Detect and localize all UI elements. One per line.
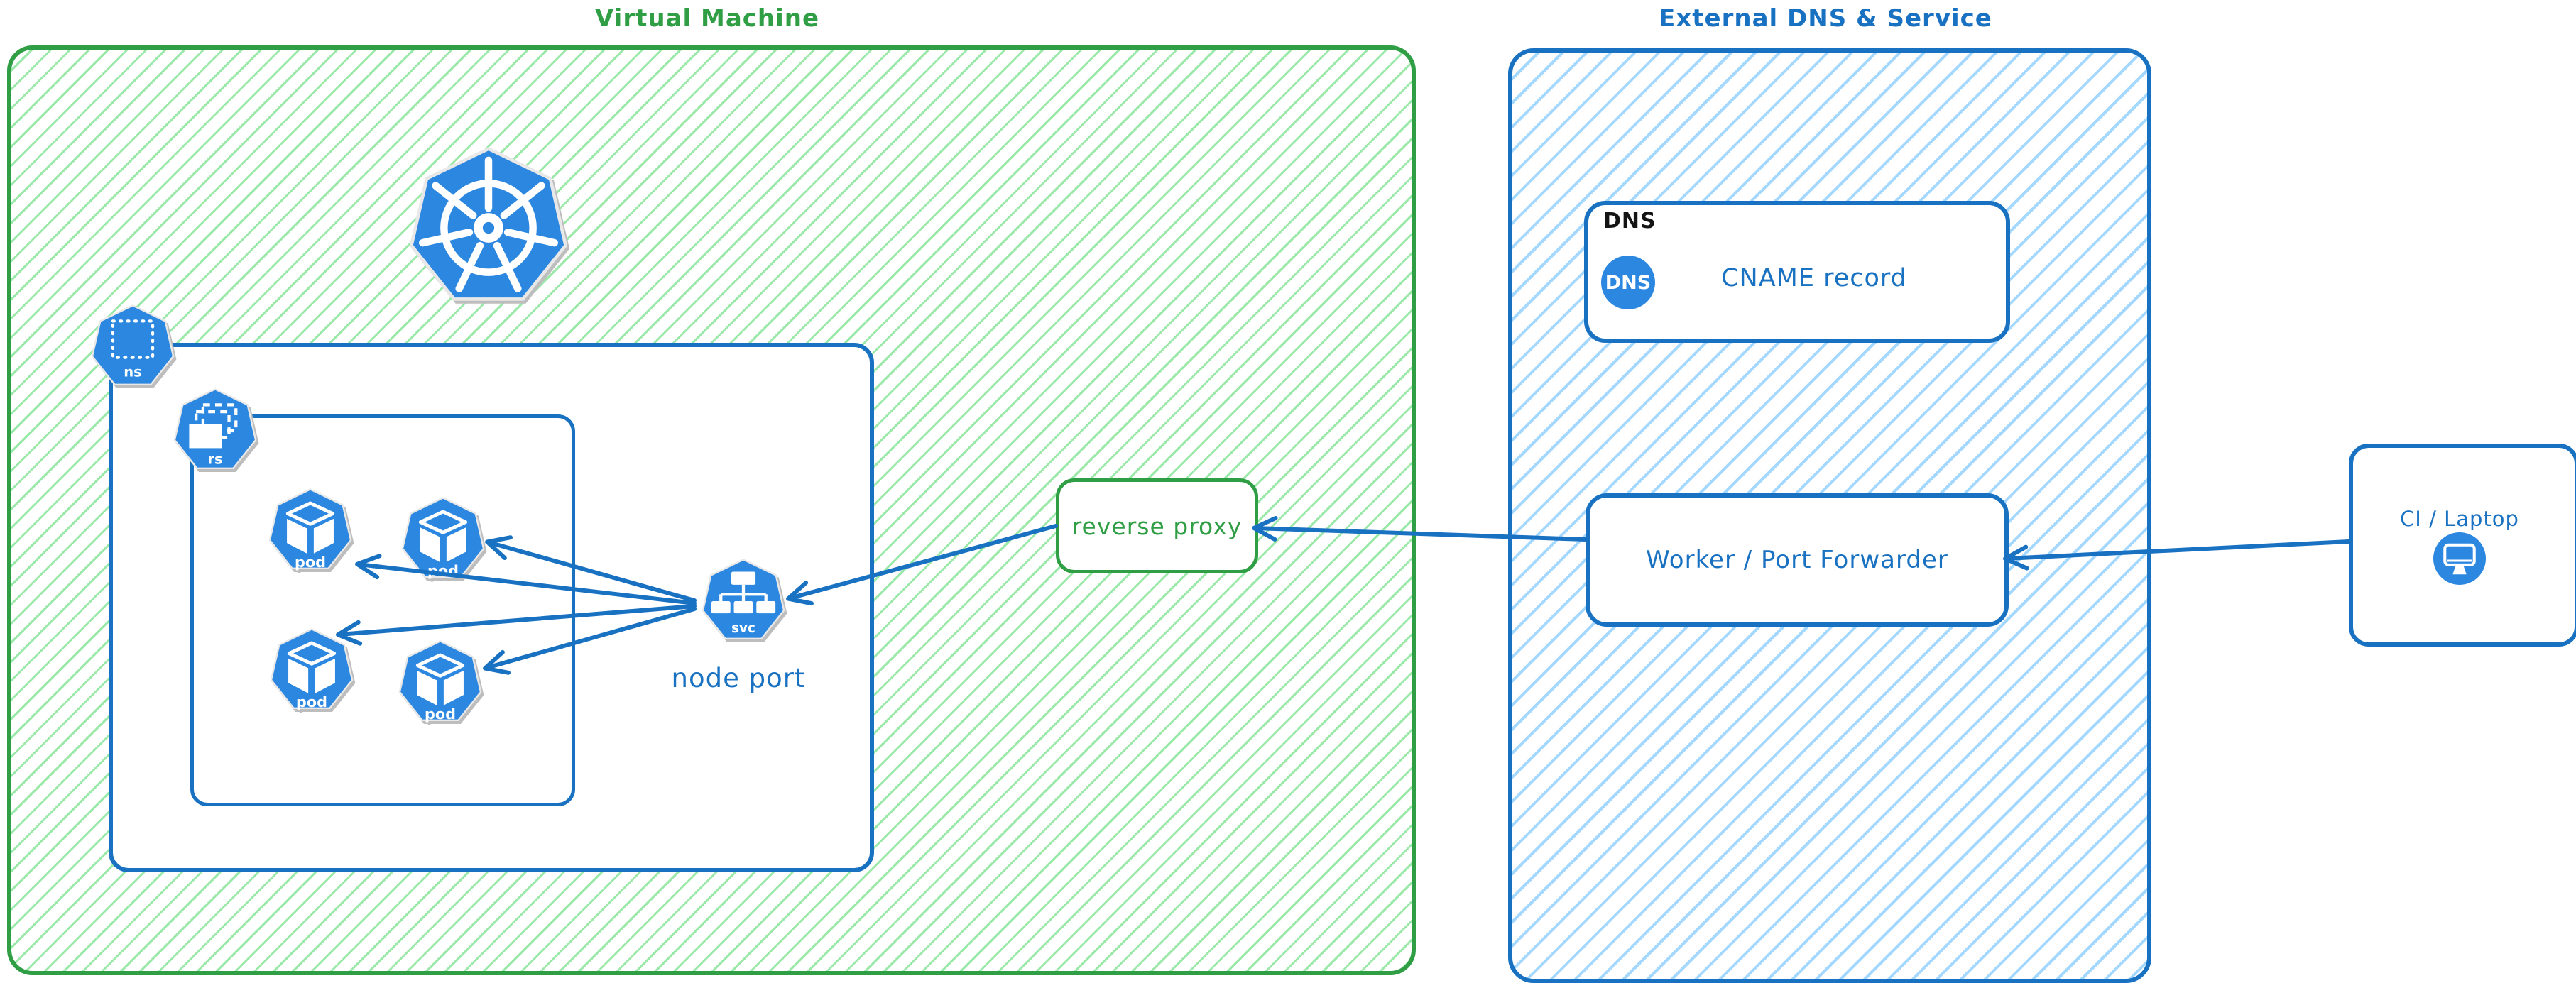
- virtual-machine-title: Virtual Machine: [594, 4, 820, 33]
- reverse-proxy-box: reverse proxy: [1056, 478, 1258, 573]
- pod-icon: pod: [268, 488, 352, 571]
- pod-label: pod: [295, 554, 326, 571]
- pod-label: pod: [425, 705, 456, 723]
- worker-port-forwarder-box: Worker / Port Forwarder: [1586, 493, 2009, 627]
- service-icon: svc: [702, 559, 785, 640]
- ci-laptop-label: CI / Laptop: [2400, 507, 2519, 531]
- service-badge-label: svc: [731, 621, 755, 636]
- reverse-proxy-label: reverse proxy: [1071, 512, 1243, 540]
- pod-icon: pod: [401, 497, 485, 579]
- replicaset-icon: rs: [173, 388, 257, 470]
- pod-label: pod: [427, 562, 459, 579]
- dns-card: [1584, 201, 2010, 343]
- replicaset-badge-label: rs: [207, 451, 222, 467]
- pod-icon: pod: [270, 628, 354, 710]
- pod-label: pod: [296, 693, 327, 710]
- laptop-monitor-icon: [2433, 532, 2486, 585]
- pod-icon: pod: [398, 640, 482, 723]
- namespace-badge-label: ns: [124, 363, 142, 380]
- namespace-icon: ns: [91, 304, 175, 386]
- worker-port-forwarder-label: Worker / Port Forwarder: [1646, 546, 1948, 574]
- dns-card-tag: DNS: [1603, 209, 1657, 234]
- dns-badge-icon: DNS: [1601, 256, 1655, 309]
- node-port-label: node port: [671, 663, 806, 693]
- external-dns-service-title: External DNS & Service: [1659, 4, 1992, 33]
- cname-record-label: CNAME record: [1721, 264, 1907, 292]
- kubernetes-icon: [409, 147, 568, 301]
